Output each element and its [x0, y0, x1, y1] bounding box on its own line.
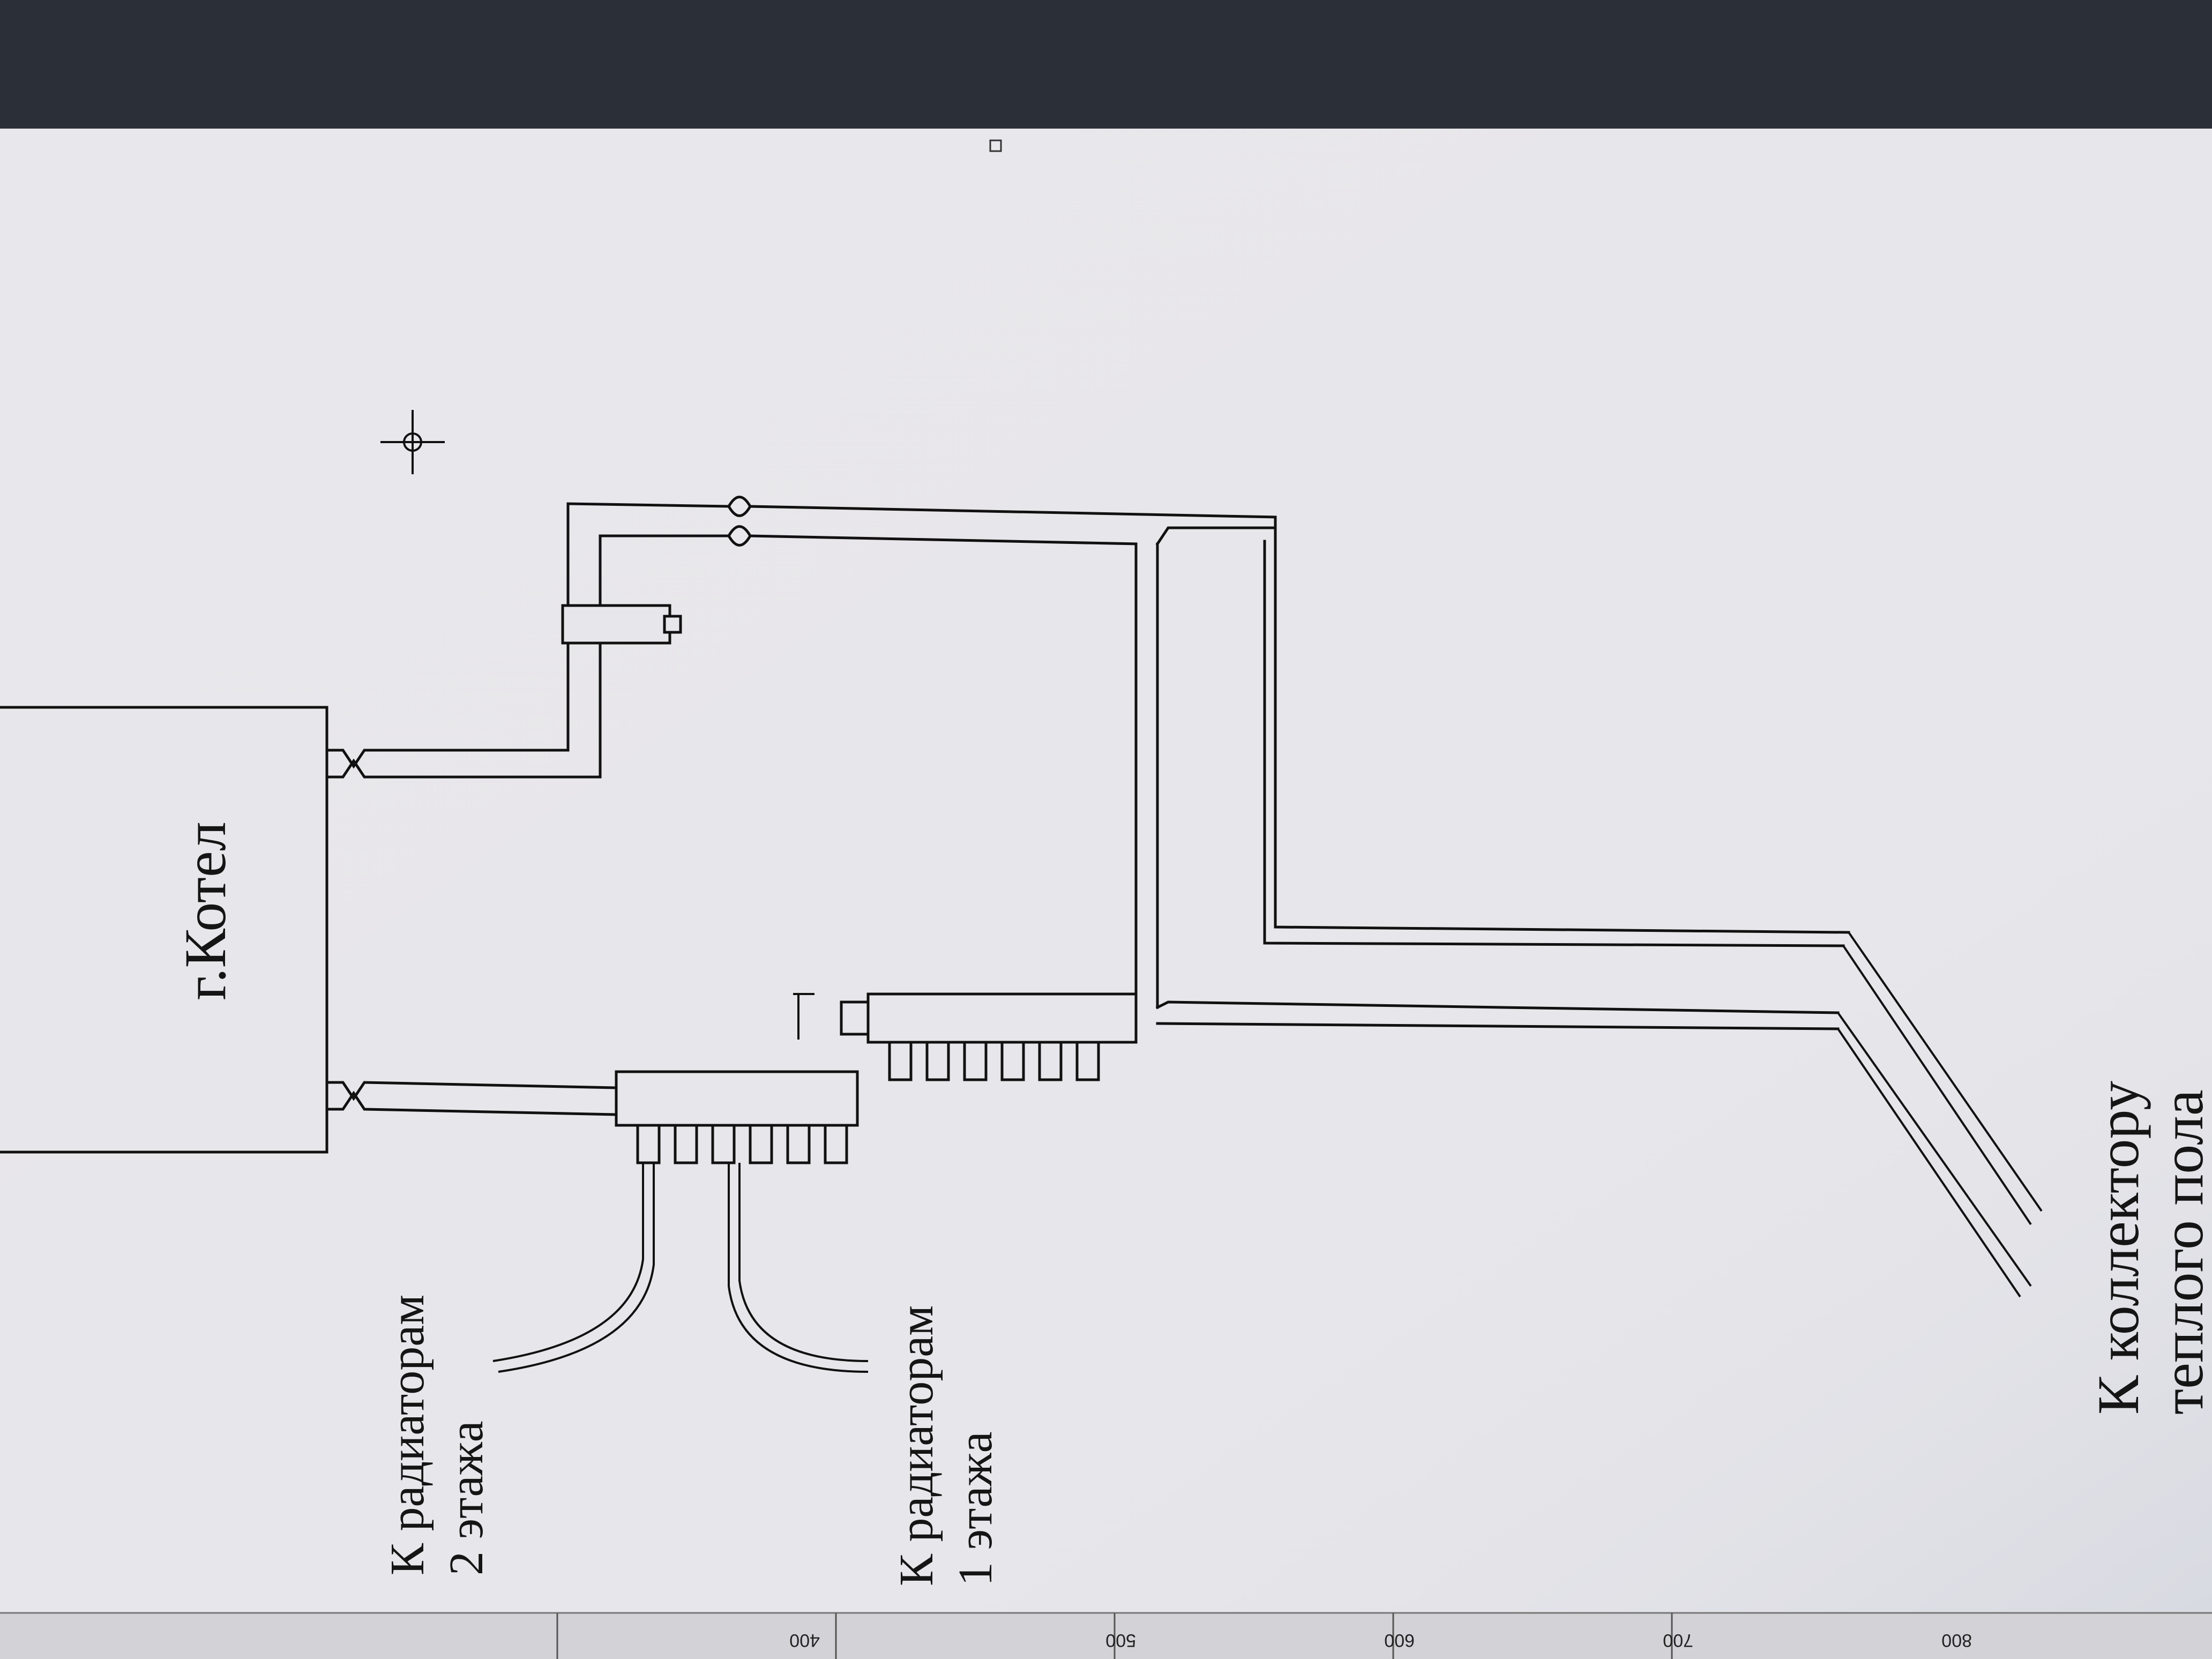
pump[interactable] [561, 604, 671, 645]
grip-point-icon [989, 139, 1002, 152]
label-radiators-floor2-line2: 2 этажа [440, 1421, 493, 1575]
ruler-tick-label: 700 [1663, 1630, 1693, 1650]
floor-heating-supply-pipe[interactable] [1134, 515, 2043, 1298]
boiler[interactable]: г.Котел [0, 706, 328, 1154]
air-vent-icon [840, 1000, 870, 1036]
crosshair-cursor-icon [380, 410, 445, 474]
boiler-outlet-pipe[interactable] [325, 496, 1277, 779]
boiler-label: г.Котел [173, 821, 238, 1000]
ruler-tick-label: 400 [789, 1630, 820, 1650]
screen-glare [0, 129, 2212, 1640]
boiler-return-pipe[interactable] [325, 1081, 618, 1116]
ruler-tick-label: 500 [1105, 1630, 1136, 1650]
ruler-tick-label: 800 [1941, 1630, 1972, 1650]
horizontal-ruler: 400 500 600 700 800 [0, 1612, 2212, 1659]
label-radiators-floor1-line2: 1 этажа [949, 1431, 1002, 1586]
second-floor-manifold[interactable] [492, 1070, 869, 1373]
ruler-tick-label: 600 [1384, 1630, 1415, 1650]
label-radiators-floor1-line1: К радиаторам [890, 1305, 943, 1586]
first-floor-manifold[interactable] [793, 992, 1138, 1081]
label-floor-heating-line2: теплого пола [2150, 1089, 2212, 1415]
label-floor-heating-line1: К коллектору [2086, 1081, 2151, 1415]
pump-motor-icon [663, 615, 682, 634]
label-radiators-floor2-line1: К радиаторам [381, 1295, 434, 1575]
